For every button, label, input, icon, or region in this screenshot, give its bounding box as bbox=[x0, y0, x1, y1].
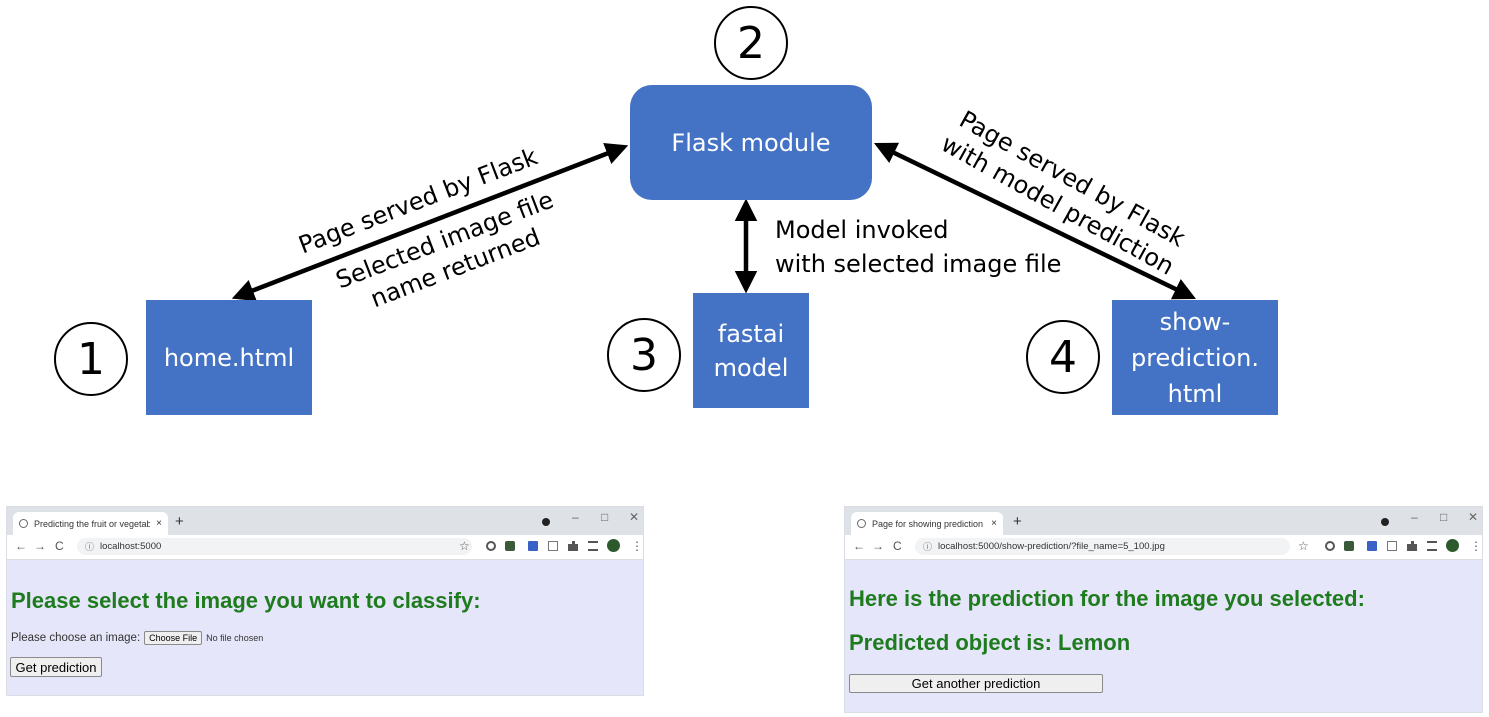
close-icon[interactable]: × bbox=[991, 518, 997, 529]
show-label-line2: prediction. bbox=[1130, 343, 1260, 372]
new-tab-icon[interactable]: + bbox=[1013, 513, 1022, 530]
window-close-icon[interactable]: ✕ bbox=[1468, 510, 1479, 524]
reading-list-icon[interactable] bbox=[588, 541, 598, 551]
step-2-number: 2 bbox=[737, 17, 765, 69]
extension-icon-2[interactable] bbox=[1344, 541, 1354, 551]
address-bar: ← → C ⓘ localhost:5000/show-prediction/?… bbox=[845, 535, 1482, 560]
menu-icon[interactable]: ⋮ bbox=[1470, 539, 1482, 553]
tab-bar: Page for showing prediction × + – □ ✕ bbox=[845, 507, 1482, 535]
info-icon: ⓘ bbox=[923, 542, 933, 552]
new-tab-icon[interactable]: + bbox=[175, 513, 184, 530]
globe-icon bbox=[19, 519, 28, 528]
home-html-label: home.html bbox=[163, 343, 295, 372]
forward-icon[interactable]: → bbox=[34, 539, 46, 553]
extension-icon-4[interactable] bbox=[1387, 541, 1397, 551]
url-text: localhost:5000 bbox=[100, 541, 162, 552]
reload-icon[interactable]: C bbox=[55, 539, 64, 553]
page-heading: Here is the prediction for the image you… bbox=[849, 586, 1365, 611]
choose-file-button[interactable]: Choose File bbox=[144, 631, 203, 645]
home-html-node: home.html bbox=[146, 300, 312, 415]
fastai-model-node: fastai model bbox=[693, 293, 809, 408]
edge-label-model-invoked: Model invoked with selected image file bbox=[775, 213, 1061, 281]
minimize-icon[interactable]: – bbox=[572, 510, 579, 524]
tab-bar: Predicting the fruit or vegetable i × + … bbox=[7, 507, 643, 535]
tab-home[interactable]: Predicting the fruit or vegetable i × bbox=[13, 512, 168, 535]
globe-icon bbox=[857, 519, 866, 528]
window-close-icon[interactable]: ✕ bbox=[629, 510, 640, 524]
avatar[interactable] bbox=[1446, 539, 1459, 552]
fastai-label-line2: model bbox=[713, 353, 789, 382]
step-3-number: 3 bbox=[630, 329, 658, 381]
back-icon[interactable]: ← bbox=[853, 539, 865, 553]
step-4-circle: 4 bbox=[1026, 320, 1100, 394]
show-prediction-node: show- prediction. html bbox=[1112, 300, 1278, 415]
url-text: localhost:5000/show-prediction/?file_nam… bbox=[938, 541, 1165, 552]
maximize-icon[interactable]: □ bbox=[1440, 510, 1448, 524]
file-row: Please choose an image: Choose File No f… bbox=[11, 631, 263, 645]
get-another-prediction-button[interactable]: Get another prediction bbox=[849, 674, 1103, 693]
prediction-result: Predicted object is: Lemon bbox=[849, 630, 1131, 655]
get-prediction-button[interactable]: Get prediction bbox=[10, 657, 102, 677]
record-icon[interactable] bbox=[1381, 518, 1389, 526]
puzzle-icon[interactable] bbox=[1407, 541, 1417, 551]
tab-title: Page for showing prediction bbox=[872, 518, 984, 529]
file-label: Please choose an image: bbox=[11, 632, 141, 644]
bookmark-star-icon[interactable]: ☆ bbox=[1298, 539, 1309, 553]
show-label-line1: show- bbox=[1159, 307, 1231, 336]
url-field[interactable]: ⓘ localhost:5000/show-prediction/?file_n… bbox=[915, 538, 1290, 555]
extension-icon-4[interactable] bbox=[548, 541, 558, 551]
step-2-circle: 2 bbox=[714, 6, 788, 80]
extension-icon-1[interactable] bbox=[486, 541, 496, 551]
browser-show-prediction-page: Page for showing prediction × + – □ ✕ ← … bbox=[844, 506, 1483, 713]
step-3-circle: 3 bbox=[607, 318, 681, 392]
edge-label-model-line1: Model invoked bbox=[775, 216, 949, 244]
no-file-chosen-text: No file chosen bbox=[206, 633, 264, 643]
page-content: Please select the image you want to clas… bbox=[7, 560, 643, 695]
step-4-number: 4 bbox=[1049, 331, 1077, 383]
bookmark-star-icon[interactable]: ☆ bbox=[459, 539, 470, 553]
browser-home-page: Predicting the fruit or vegetable i × + … bbox=[6, 506, 644, 696]
edge-label-model-line2: with selected image file bbox=[775, 250, 1062, 278]
back-icon[interactable]: ← bbox=[15, 539, 27, 553]
fastai-label-line1: fastai bbox=[717, 319, 785, 348]
flask-module-label: Flask module bbox=[671, 128, 831, 157]
minimize-icon[interactable]: – bbox=[1411, 510, 1418, 524]
extension-icon-3[interactable] bbox=[528, 541, 538, 551]
step-1-circle: 1 bbox=[54, 322, 128, 396]
page-content: Here is the prediction for the image you… bbox=[845, 560, 1482, 712]
record-icon[interactable] bbox=[542, 518, 550, 526]
menu-icon[interactable]: ⋮ bbox=[631, 539, 643, 553]
arrow-flask-show bbox=[873, 142, 1197, 300]
reading-list-icon[interactable] bbox=[1427, 541, 1437, 551]
reload-icon[interactable]: C bbox=[893, 539, 902, 553]
tab-title: Predicting the fruit or vegetable i bbox=[34, 518, 150, 529]
maximize-icon[interactable]: □ bbox=[601, 510, 609, 524]
page-heading: Please select the image you want to clas… bbox=[11, 588, 481, 613]
close-icon[interactable]: × bbox=[156, 518, 162, 529]
show-label-line3: html bbox=[1167, 379, 1223, 408]
extension-icon-1[interactable] bbox=[1325, 541, 1335, 551]
puzzle-icon[interactable] bbox=[568, 541, 578, 551]
forward-icon[interactable]: → bbox=[872, 539, 884, 553]
url-field[interactable]: ⓘ localhost:5000 bbox=[77, 538, 472, 555]
tab-show-prediction[interactable]: Page for showing prediction × bbox=[851, 512, 1003, 535]
arrow-home-flask bbox=[231, 142, 629, 302]
extension-icon-3[interactable] bbox=[1367, 541, 1377, 551]
flask-module-node: Flask module bbox=[630, 85, 872, 200]
extension-icon-2[interactable] bbox=[505, 541, 515, 551]
address-bar: ← → C ⓘ localhost:5000 ☆ ⋮ bbox=[7, 535, 643, 560]
avatar[interactable] bbox=[607, 539, 620, 552]
step-1-number: 1 bbox=[77, 333, 105, 385]
info-icon: ⓘ bbox=[85, 542, 95, 552]
